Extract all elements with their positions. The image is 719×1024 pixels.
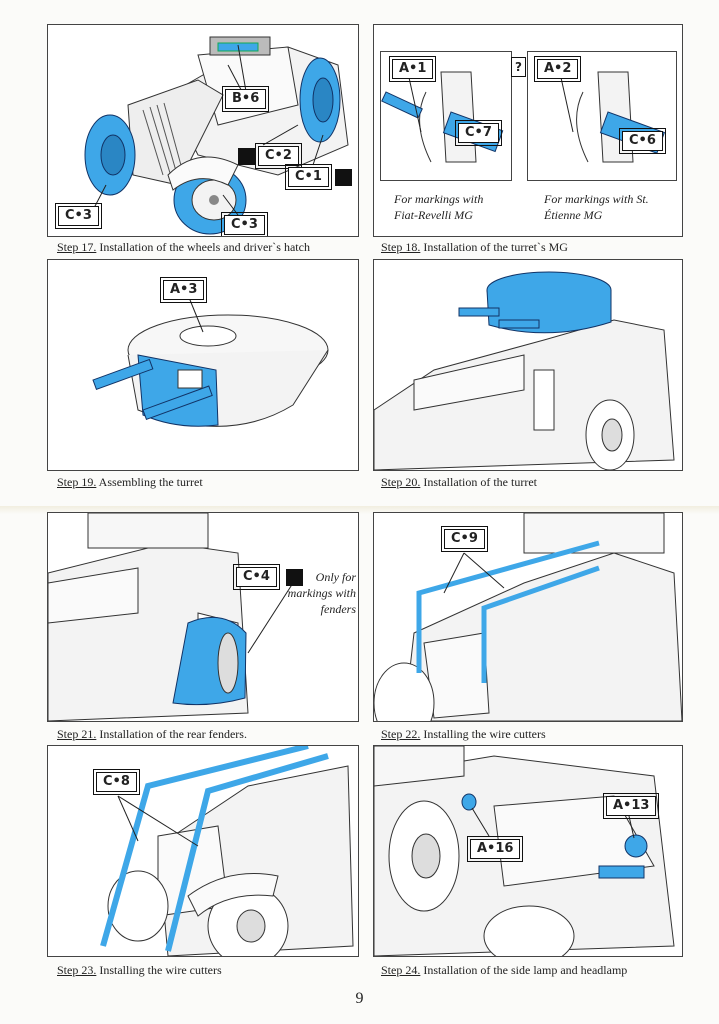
part-c2-label: C•2 <box>255 143 302 169</box>
step20-panel <box>373 259 683 471</box>
part-a3-label: A•3 <box>159 277 208 303</box>
part-a1-label: A•1 <box>388 56 437 82</box>
step-title: Installation of the rear fenders. <box>96 727 247 741</box>
part-a13-label: A•13 <box>602 793 660 819</box>
step22-illustration <box>374 513 682 721</box>
part-b6-label: B•6 <box>221 86 270 112</box>
step-title: Installing the wire cutters <box>420 727 546 741</box>
step22-caption: Step 22. Installing the wire cutters <box>381 727 546 742</box>
step21-panel: C•4 Only for markings with fenders <box>47 512 359 722</box>
step23-caption: Step 23. Installing the wire cutters <box>57 963 222 978</box>
part-a2-label: A•2 <box>533 56 582 82</box>
step17-panel: B•6 C•2 C•1 C•3 C•3 <box>47 24 359 237</box>
step24-caption: Step 24. Installation of the side lamp a… <box>381 963 627 978</box>
step-number: Step 24. <box>381 963 421 977</box>
variant-question-icon: ? <box>511 57 526 77</box>
part-c4-label: C•4 <box>233 564 280 590</box>
step17-caption: Step 17. Installation of the wheels and … <box>57 240 310 255</box>
fiat-marking-note: For markings with Fiat-Revelli MG <box>394 192 484 222</box>
part-c7-label: C•7 <box>455 120 502 146</box>
step-number: Step 20. <box>381 475 421 489</box>
do-not-glue-icon <box>286 569 303 586</box>
part-c1-label: C•1 <box>285 164 332 190</box>
step18-caption: Step 18. Installation of the turret`s MG <box>381 240 568 255</box>
part-c8-label: C•8 <box>93 769 140 795</box>
step-title: Installation of the wheels and driver`s … <box>96 240 310 254</box>
step20-caption: Step 20. Installation of the turret <box>381 475 537 490</box>
fenders-only-note: Only for markings with fenders <box>287 570 356 616</box>
step-title: Installation of the turret`s MG <box>420 240 568 254</box>
step22-panel: C•9 <box>373 512 683 722</box>
page-number: 9 <box>355 990 364 1007</box>
step18-panel: A•1 ? A•2 C•7 C•6 For markings with Fiat… <box>373 24 683 237</box>
step21-illustration <box>48 513 294 721</box>
step-title: Installing the wire cutters <box>96 963 222 977</box>
part-c9-label: C•9 <box>441 526 488 552</box>
step20-illustration <box>374 271 675 470</box>
part-c3-label: C•3 <box>221 212 268 236</box>
step19-caption: Step 19. Assembling the turret <box>57 475 203 490</box>
step-number: Step 22. <box>381 727 421 741</box>
step-title: Installation of the turret <box>420 475 537 489</box>
step19-panel: A•3 <box>47 259 359 471</box>
step-number: Step 19. <box>57 475 97 489</box>
step21-caption: Step 21. Installation of the rear fender… <box>57 727 247 742</box>
step24-illustration <box>374 746 675 956</box>
step-title: Installation of the side lamp and headla… <box>420 963 628 977</box>
step23-panel: C•8 <box>47 745 359 957</box>
part-a16-label: A•16 <box>466 836 524 862</box>
scan-fold-band <box>0 506 719 514</box>
step-number: Step 23. <box>57 963 97 977</box>
etienne-marking-note: For markings with St. Étienne MG <box>544 192 649 222</box>
do-not-glue-icon <box>335 169 352 186</box>
step-number: Step 18. <box>381 240 421 254</box>
do-not-glue-icon <box>238 148 255 165</box>
part-c6-label: C•6 <box>619 128 666 154</box>
step-title: Assembling the turret <box>96 475 203 489</box>
step17-illustration <box>84 36 349 235</box>
step24-panel: A•13 A•16 <box>373 745 683 957</box>
step-number: Step 21. <box>57 727 97 741</box>
step-number: Step 17. <box>57 240 97 254</box>
part-c3-label: C•3 <box>55 203 102 229</box>
step23-illustration <box>100 746 354 956</box>
step19-illustration <box>92 294 329 427</box>
